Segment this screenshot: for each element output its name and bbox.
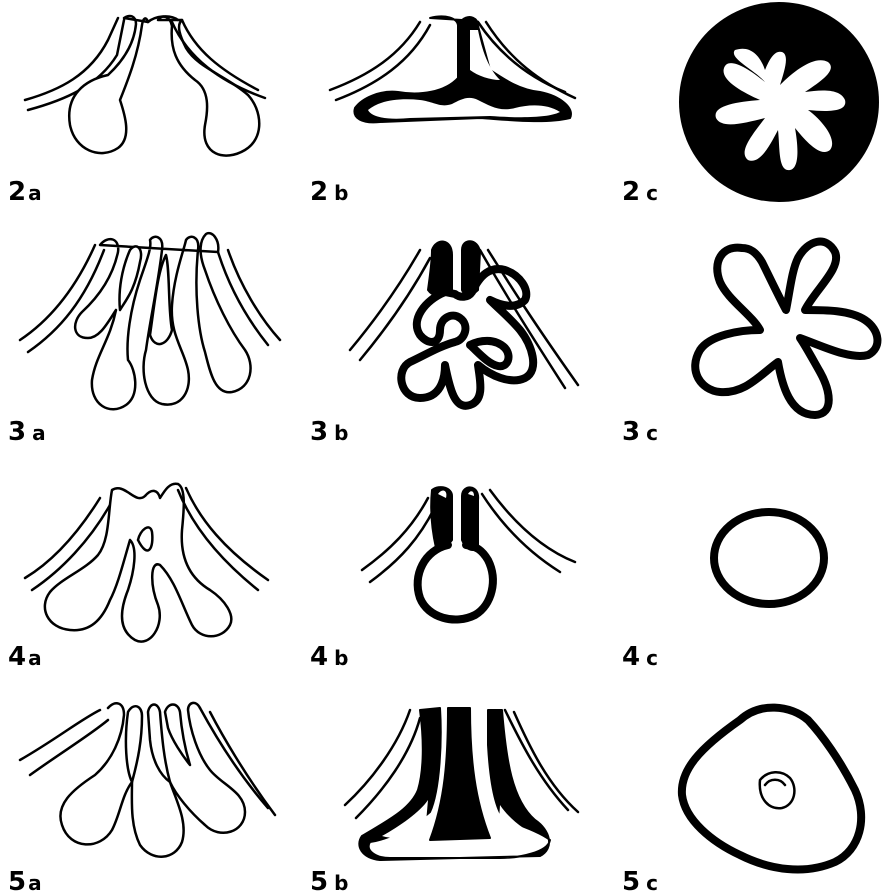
panel-3c (695, 242, 877, 415)
label-3b: 3b (310, 417, 348, 447)
panel-4c (714, 512, 824, 604)
label-5b: 5b (310, 867, 348, 895)
label-3c: 3c (622, 417, 658, 447)
label-5c: 5c (622, 867, 658, 895)
panel-2b (330, 16, 575, 122)
label-2a: 2a (8, 177, 42, 207)
label-4b: 4b (310, 642, 348, 672)
label-3a: 3a (8, 417, 46, 447)
label-5a: 5a (8, 867, 42, 895)
panel-4b (362, 487, 575, 619)
label-2b: 2b (310, 177, 348, 207)
panel-2a (25, 16, 265, 156)
label-4a: 4a (8, 642, 42, 672)
panel-2c (679, 2, 879, 202)
panel-3b (350, 241, 578, 406)
label-4c: 4c (622, 642, 658, 672)
panel-5b (345, 708, 578, 860)
panel-3a (20, 233, 280, 409)
panel-5a (20, 703, 275, 857)
panel-5c (682, 708, 861, 870)
label-2c: 2c (622, 177, 658, 207)
panel-4a (25, 484, 268, 642)
